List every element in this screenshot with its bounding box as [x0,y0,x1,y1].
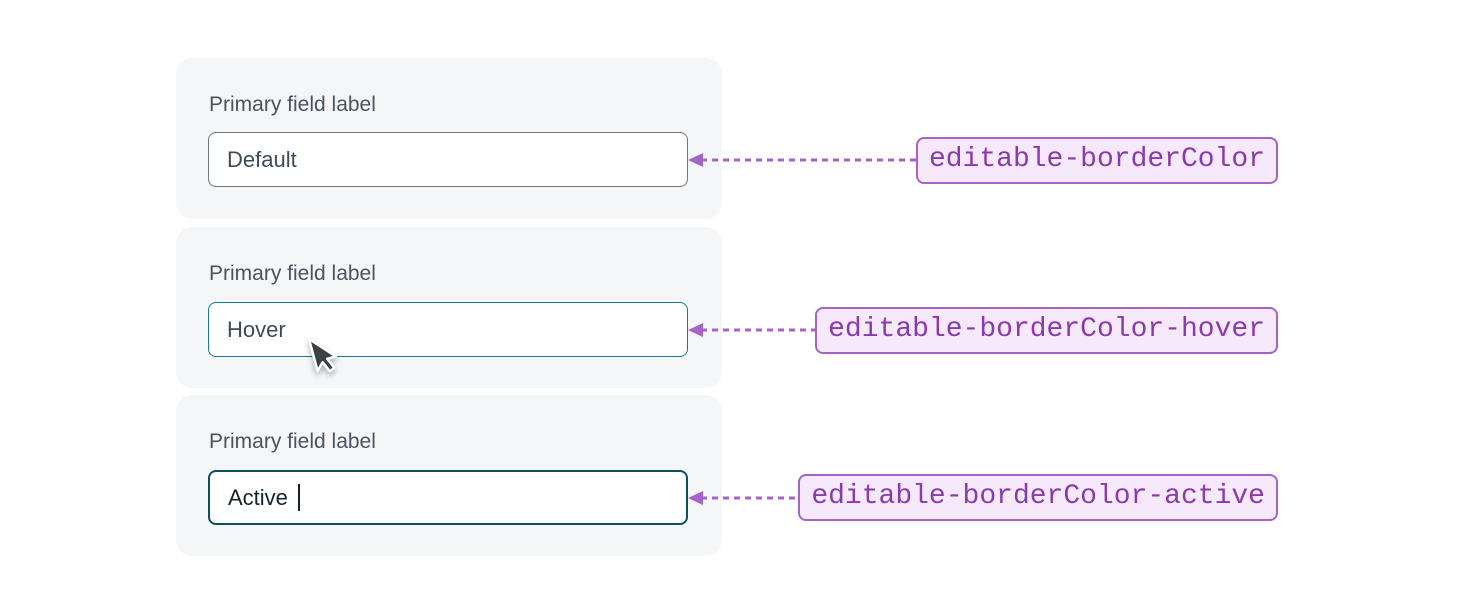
annotation-arrow [688,491,808,505]
field-label: Primary field label [209,430,376,453]
field-card-default: Primary field label Default [176,58,722,219]
token-chip-border-color: editable-borderColor [915,137,1278,184]
text-input-hover[interactable]: Hover [208,302,688,357]
field-card-hover: Primary field label Hover [176,227,722,388]
field-card-active: Primary field label Active [176,395,722,556]
token-chip-border-color-active: editable-borderColor-active [798,474,1278,521]
input-value: Active [228,484,288,510]
annotation-arrow [688,153,928,167]
field-label: Primary field label [209,93,376,116]
annotation-arrow [688,323,828,337]
input-value: Default [227,146,297,172]
token-chip-border-color-hover: editable-borderColor-hover [815,307,1278,354]
field-label: Primary field label [209,262,376,285]
input-value: Hover [227,316,286,342]
mouse-cursor-icon [307,337,338,373]
text-input-default[interactable]: Default [208,132,688,187]
text-input-active[interactable]: Active [208,470,688,525]
text-caret [297,484,300,511]
